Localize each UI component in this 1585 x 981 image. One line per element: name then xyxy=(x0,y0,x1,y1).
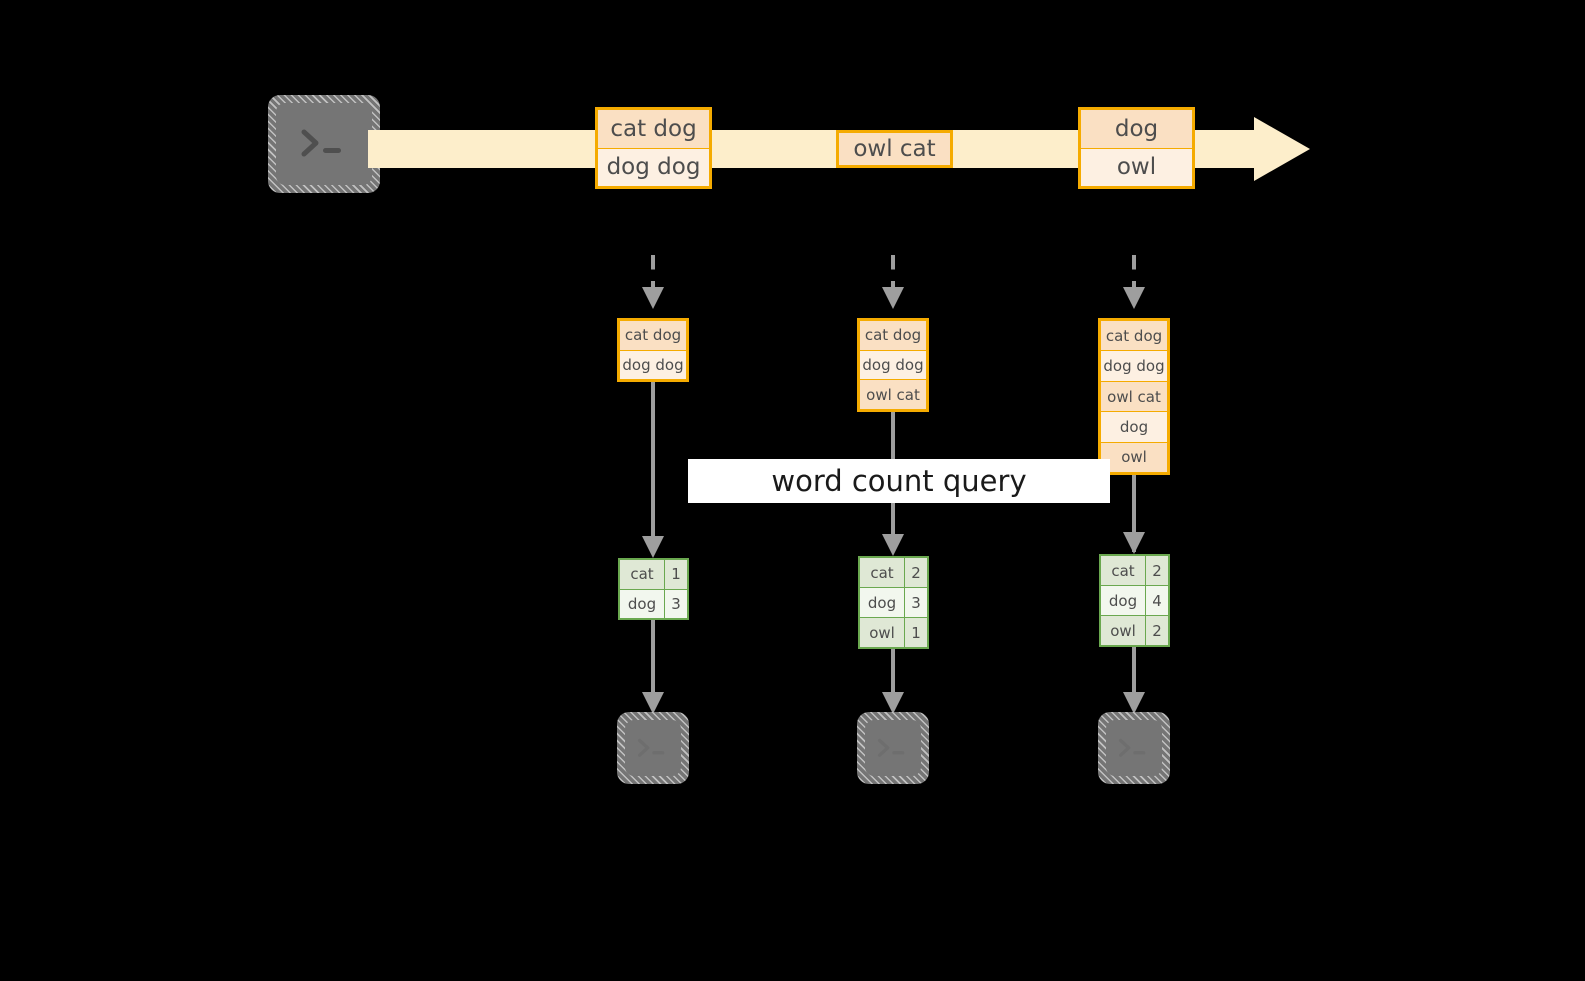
result-count: 3 xyxy=(911,593,921,612)
result-count: 1 xyxy=(671,565,681,584)
table-row: cat 1 xyxy=(620,560,687,589)
input-table-row: dog dog xyxy=(620,349,686,379)
stream-batch-line: cat dog xyxy=(598,110,709,148)
trigger-arrow-3-shaft xyxy=(1132,255,1136,295)
result-word: dog xyxy=(1101,586,1146,615)
result-word: owl xyxy=(1101,616,1146,645)
sink-terminal-icon-1 xyxy=(617,712,689,784)
input-table-1[interactable]: cat dog dog dog xyxy=(617,318,689,382)
terminal-screen xyxy=(276,103,372,185)
query-arrow-2-head xyxy=(882,534,904,556)
query-arrow-1-head xyxy=(642,536,664,558)
table-row: dog 3 xyxy=(860,587,927,617)
trigger-arrow-2-shaft xyxy=(891,255,895,295)
sink-arrow-1-shaft xyxy=(651,620,655,702)
result-count: 4 xyxy=(1152,591,1162,610)
table-row: owl 2 xyxy=(1101,615,1168,645)
result-table-3[interactable]: cat 2 dog 4 owl 2 xyxy=(1099,554,1170,647)
table-row: dog 3 xyxy=(620,588,687,618)
stream-batch-3[interactable]: dog owl xyxy=(1078,107,1195,189)
sink-arrow-3-head xyxy=(1123,692,1145,714)
query-arrow-1-shaft xyxy=(651,382,655,554)
stream-batch-2[interactable]: owl cat xyxy=(836,130,953,168)
result-count: 2 xyxy=(1152,621,1162,640)
input-table-row: dog xyxy=(1101,411,1167,442)
query-arrow-3-head xyxy=(1123,532,1145,554)
sink-arrow-2-shaft xyxy=(891,649,895,702)
terminal-screen xyxy=(1106,720,1162,776)
sink-terminal-icon-2 xyxy=(857,712,929,784)
input-table-row: cat dog xyxy=(620,321,686,350)
input-table-row: cat dog xyxy=(860,321,926,350)
table-row: cat 2 xyxy=(860,558,927,587)
input-table-row: owl cat xyxy=(860,379,926,410)
stream-batch-1[interactable]: cat dog dog dog xyxy=(595,107,712,189)
sink-arrow-2-head xyxy=(882,692,904,714)
stream-batch-line: dog xyxy=(1081,110,1192,148)
result-word: cat xyxy=(620,560,665,589)
result-word: cat xyxy=(1101,556,1146,585)
result-word: dog xyxy=(860,588,905,617)
table-row: owl 1 xyxy=(860,617,927,647)
trigger-arrow-2-head xyxy=(882,287,904,309)
result-word: cat xyxy=(860,558,905,587)
stream-batch-line: dog dog xyxy=(598,147,709,186)
trigger-arrow-1-head xyxy=(642,287,664,309)
terminal-screen xyxy=(865,720,921,776)
table-row: dog 4 xyxy=(1101,585,1168,615)
input-table-row: dog dog xyxy=(860,349,926,380)
sink-arrow-1-head xyxy=(642,692,664,714)
terminal-screen xyxy=(625,720,681,776)
query-arrow-3-shaft xyxy=(1132,475,1136,552)
table-row: cat 2 xyxy=(1101,556,1168,585)
trigger-arrow-3-head xyxy=(1123,287,1145,309)
sink-terminal-icon-3 xyxy=(1098,712,1170,784)
result-count: 3 xyxy=(671,594,681,613)
trigger-arrow-1-shaft xyxy=(651,255,655,295)
result-word: dog xyxy=(620,589,665,618)
stream-batch-line: owl cat xyxy=(839,133,950,165)
input-table-2[interactable]: cat dog dog dog owl cat xyxy=(857,318,929,412)
input-stream-arrow-head xyxy=(1254,117,1310,181)
sink-arrow-3-shaft xyxy=(1132,647,1136,702)
result-word: owl xyxy=(860,618,905,647)
source-terminal-icon xyxy=(268,95,380,193)
input-table-3[interactable]: cat dog dog dog owl cat dog owl xyxy=(1098,318,1170,475)
input-table-row: dog dog xyxy=(1101,350,1167,381)
result-count: 1 xyxy=(911,623,921,642)
result-count: 2 xyxy=(1152,561,1162,580)
result-count: 2 xyxy=(911,563,921,582)
stream-batch-line: owl xyxy=(1081,147,1192,186)
result-table-1[interactable]: cat 1 dog 3 xyxy=(618,558,689,620)
result-table-2[interactable]: cat 2 dog 3 owl 1 xyxy=(858,556,929,649)
input-table-row: owl xyxy=(1101,441,1167,473)
query-label: word count query xyxy=(688,459,1110,503)
input-table-row: owl cat xyxy=(1101,380,1167,412)
input-table-row: cat dog xyxy=(1101,321,1167,351)
